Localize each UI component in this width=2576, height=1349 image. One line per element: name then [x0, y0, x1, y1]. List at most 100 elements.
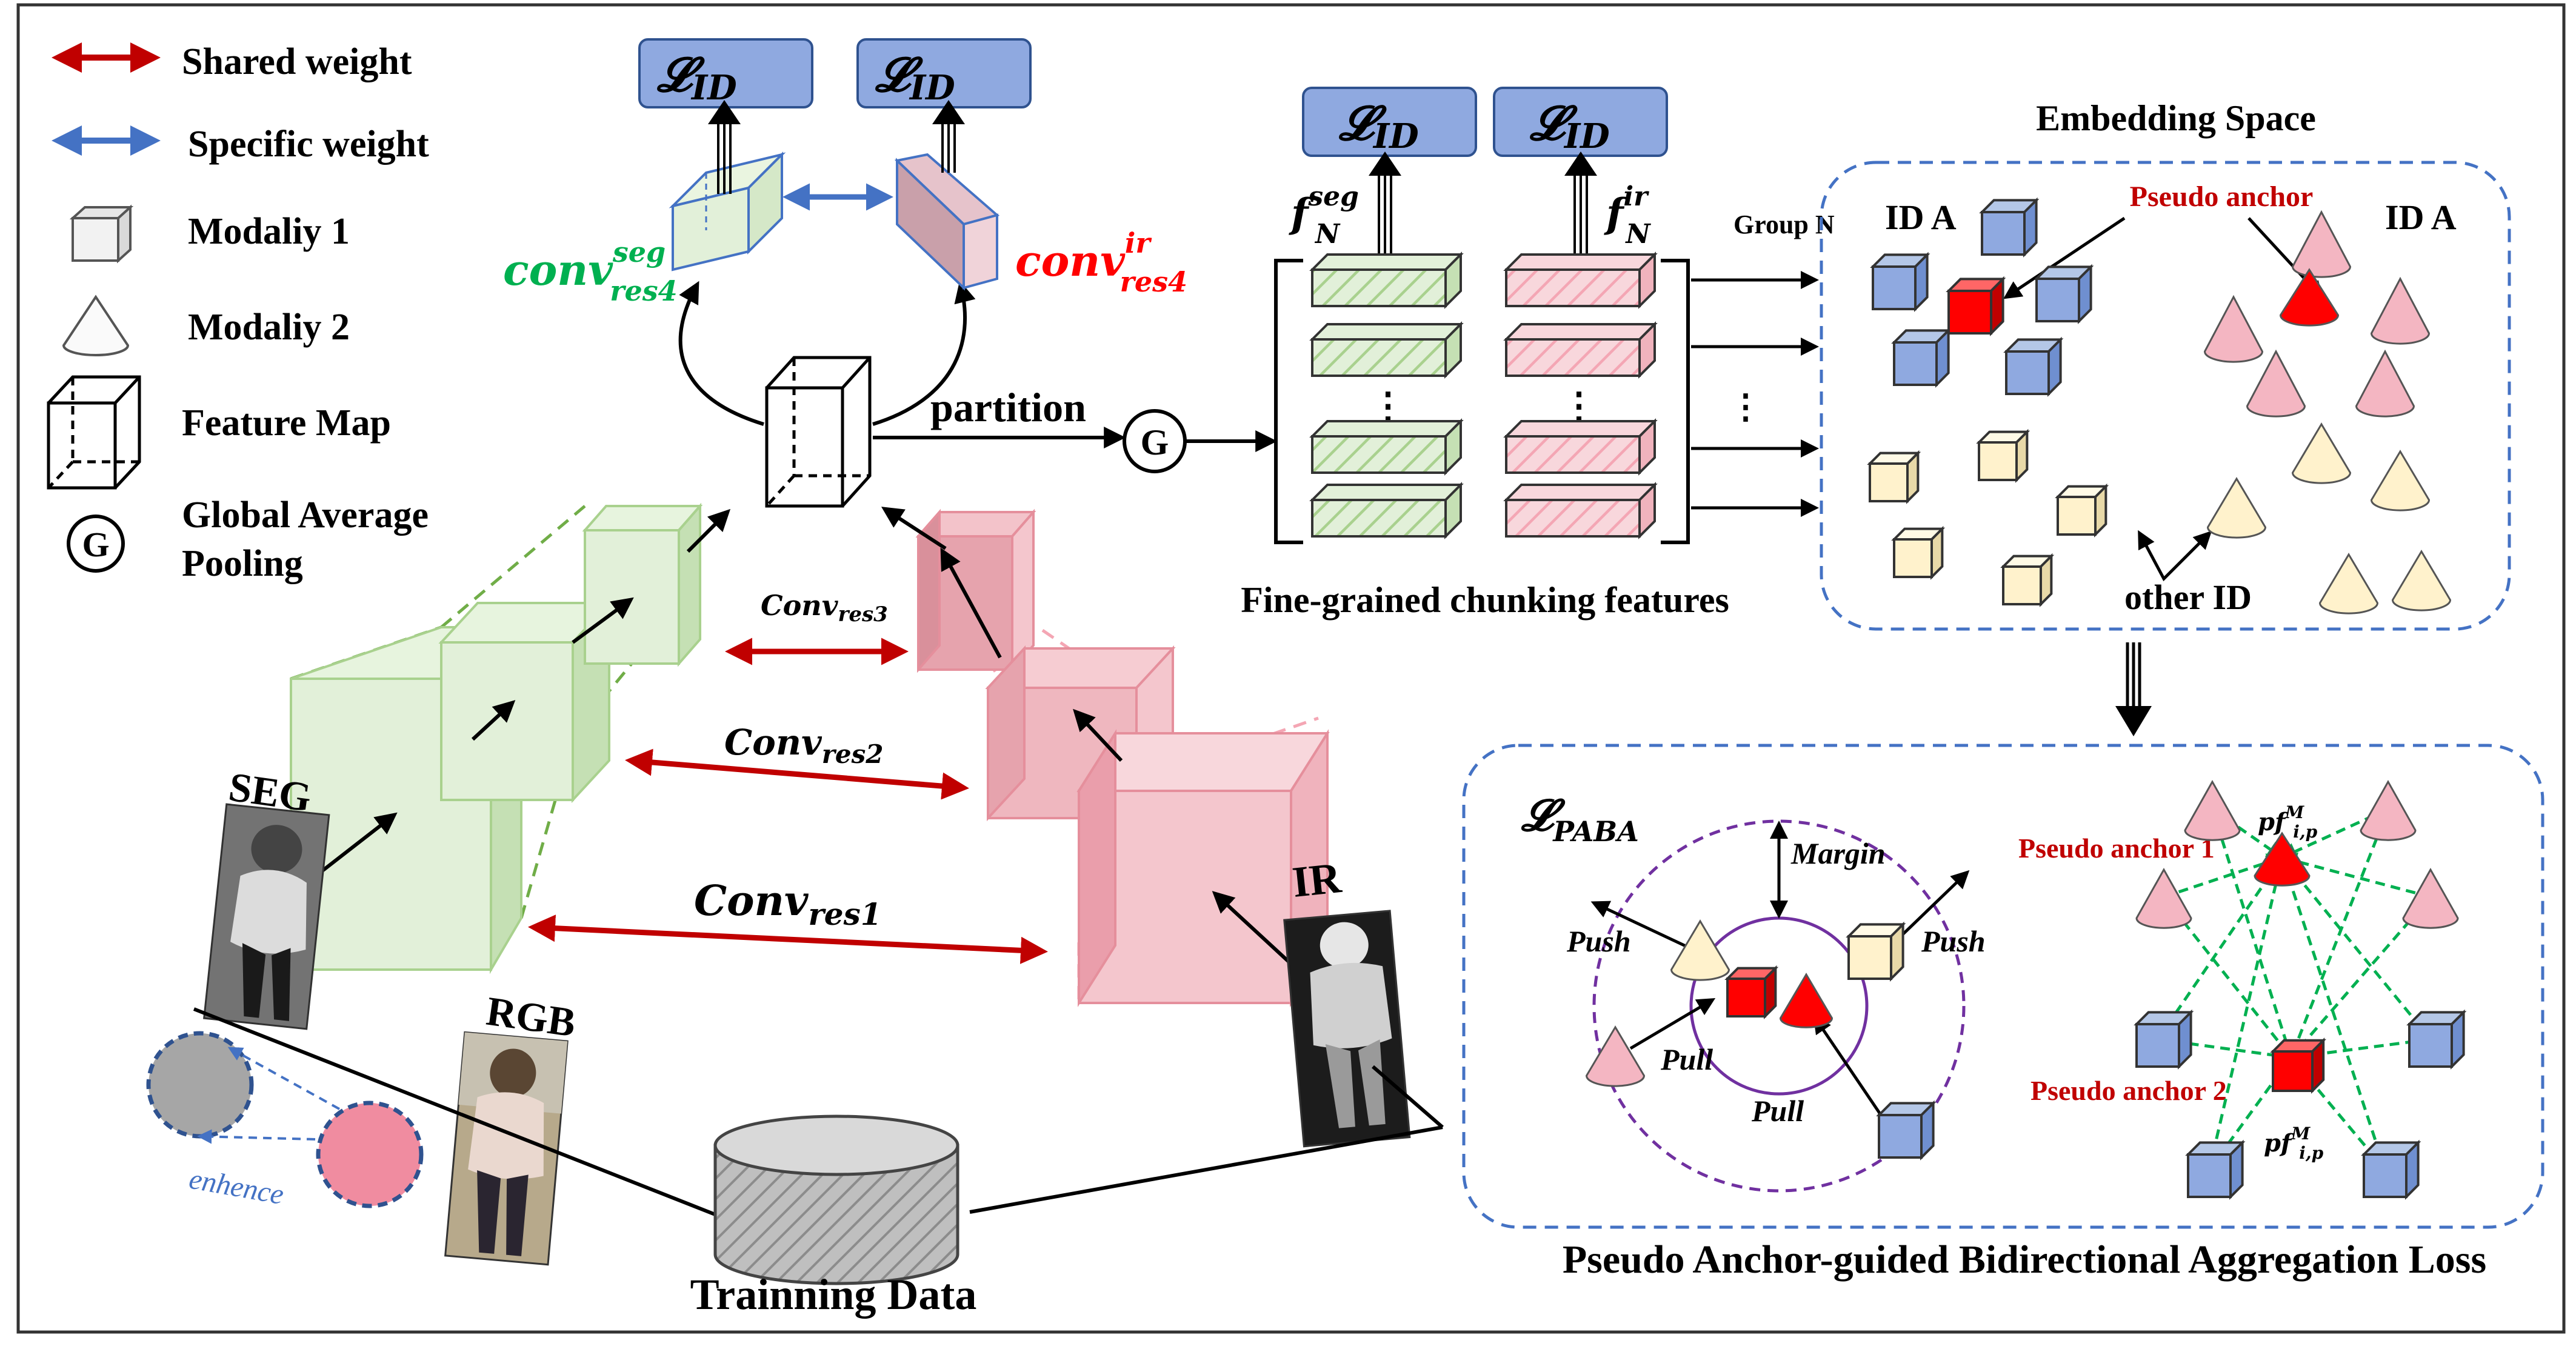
blue-cube	[2003, 336, 2064, 397]
legend-gap-line2: Pooling	[182, 543, 303, 584]
pull-left-label: Pull	[1660, 1042, 1713, 1076]
yellow-cone	[1670, 919, 1730, 981]
paba-loss-label: 𝓛PABA	[1521, 789, 1639, 848]
blue-cube	[1891, 327, 1952, 388]
legend-modality-2: Modaliy 2	[188, 307, 350, 348]
conv-res2-label: Convres2	[724, 722, 883, 769]
loss-id-box-chunk-ir: 𝓛ID	[1493, 87, 1668, 157]
cube-icon	[69, 204, 134, 264]
legend: Shared weight Specific weight Modaliy 1 …	[47, 41, 429, 584]
paba-points	[1585, 779, 2467, 1200]
gap-icon	[67, 515, 125, 573]
svg-text:𝓛ID: 𝓛ID	[1338, 96, 1419, 156]
arrows-ellipsis: ⋮	[1729, 388, 1763, 426]
pseudo-anchor-1-cone	[2254, 831, 2311, 887]
enhance-label: enhence	[187, 1163, 286, 1211]
legend-feature-map: Feature Map	[182, 402, 391, 444]
blue-cube	[2185, 1139, 2246, 1200]
legend-modality-1: Modaliy 1	[188, 211, 350, 252]
id-a-left: ID A	[1885, 198, 1957, 237]
blue-cube	[1876, 1100, 1937, 1161]
pseudo-anchor-1-label: Pseudo anchor 1	[2018, 833, 2215, 864]
ir-res1-block	[1076, 729, 1330, 1007]
anchor-cube	[1724, 965, 1779, 1019]
pseudo-anchor-cube	[1946, 276, 2006, 336]
pink-circle	[316, 1101, 424, 1208]
gap-node-letter: G	[1141, 422, 1169, 462]
seg-chunk-2	[1309, 321, 1464, 379]
cone-icon	[62, 295, 130, 356]
pink-cone	[2291, 210, 2352, 278]
enhanced-gray-circle	[146, 1031, 254, 1139]
pink-cone	[2184, 779, 2241, 841]
id-a-right: ID A	[2385, 198, 2457, 237]
yellow-cube	[1846, 921, 1906, 982]
paba-caption: Pseudo Anchor-guided Bidirectional Aggre…	[1563, 1237, 2486, 1282]
seg-chunk-3	[1309, 418, 1464, 476]
backbone: Convres3 Convres2 Convres1	[290, 38, 1330, 1007]
pull-bottom-label: Pull	[1751, 1094, 1804, 1128]
embedding-points	[1867, 197, 2452, 615]
pink-cone	[2360, 779, 2417, 841]
blue-cube	[2034, 264, 2094, 324]
pink-cone	[1585, 1025, 1646, 1087]
yellow-cone	[2391, 550, 2452, 611]
yellow-cube	[2055, 483, 2109, 538]
pink-cone	[2355, 349, 2415, 418]
paba-box	[1462, 744, 2544, 1229]
training-data-label: Trainning Data	[690, 1270, 977, 1319]
legend-specific-weight: Specific weight	[188, 124, 429, 165]
embedding-title: Embedding Space	[2036, 98, 2316, 138]
yellow-cube	[1891, 525, 1946, 580]
gap-node	[1123, 409, 1187, 473]
ir-chunk-1	[1503, 251, 1658, 309]
yellow-cube	[1867, 450, 1921, 504]
yellow-cube	[2000, 553, 2055, 607]
margin-outer-circle	[1592, 819, 1966, 1193]
pink-cone	[2135, 867, 2192, 929]
conv-res4-ir-block	[894, 153, 1000, 291]
ir-label: IR	[1290, 853, 1344, 907]
ir-chunk-4	[1503, 482, 1658, 539]
ir-chunk-3	[1503, 418, 1658, 476]
conv-res4-seg-block	[669, 152, 786, 271]
training-data-cylinder	[713, 1114, 959, 1285]
margin-inner-circle	[1689, 916, 1869, 1096]
yellow-cone	[2318, 553, 2379, 615]
rgb-image	[444, 1031, 569, 1266]
shared-arrow-res1	[528, 914, 1048, 964]
gap-icon-letter: G	[82, 525, 109, 564]
legend-gap-line1: Global Average	[182, 495, 429, 536]
blue-cube	[1870, 251, 1930, 312]
partition-label: partition	[930, 384, 1086, 430]
pink-cone	[2370, 276, 2431, 345]
legend-shared-weight: Shared weight	[182, 41, 412, 82]
embedding-box	[1820, 161, 2511, 631]
figure-frame	[16, 3, 2566, 1334]
ir-image	[1283, 910, 1411, 1148]
anchor-cone	[1779, 973, 1834, 1028]
ir-chunk-2	[1503, 321, 1658, 379]
seg-chunk-1	[1309, 251, 1464, 309]
ir-chunk-ellipsis: ⋮	[1561, 386, 1597, 426]
svg-text:𝓛ID: 𝓛ID	[656, 47, 737, 108]
pink-cone	[2246, 349, 2306, 418]
feature-map-res4	[765, 356, 872, 508]
push-right-label: Push	[1921, 924, 1986, 958]
blue-cube	[1979, 197, 2040, 258]
seg-res3-block	[582, 502, 703, 667]
yellow-cone	[2370, 450, 2431, 511]
yellow-cube	[1976, 428, 2030, 483]
shared-arrow-res2	[625, 748, 969, 800]
loss-id-box-seg: 𝓛ID	[638, 38, 813, 108]
loss-id-box-chunk-seg: 𝓛ID	[1302, 87, 1477, 157]
group-n-label: Group N	[1733, 210, 1835, 239]
paba-panel: 𝓛PABA Margin Push Push Pull Pull Pseudo …	[1462, 744, 2544, 1282]
conv-res3-label: Convres3	[761, 589, 888, 627]
yellow-cone	[2206, 477, 2267, 539]
inputs: SEG RGB IR en	[146, 764, 1444, 1319]
